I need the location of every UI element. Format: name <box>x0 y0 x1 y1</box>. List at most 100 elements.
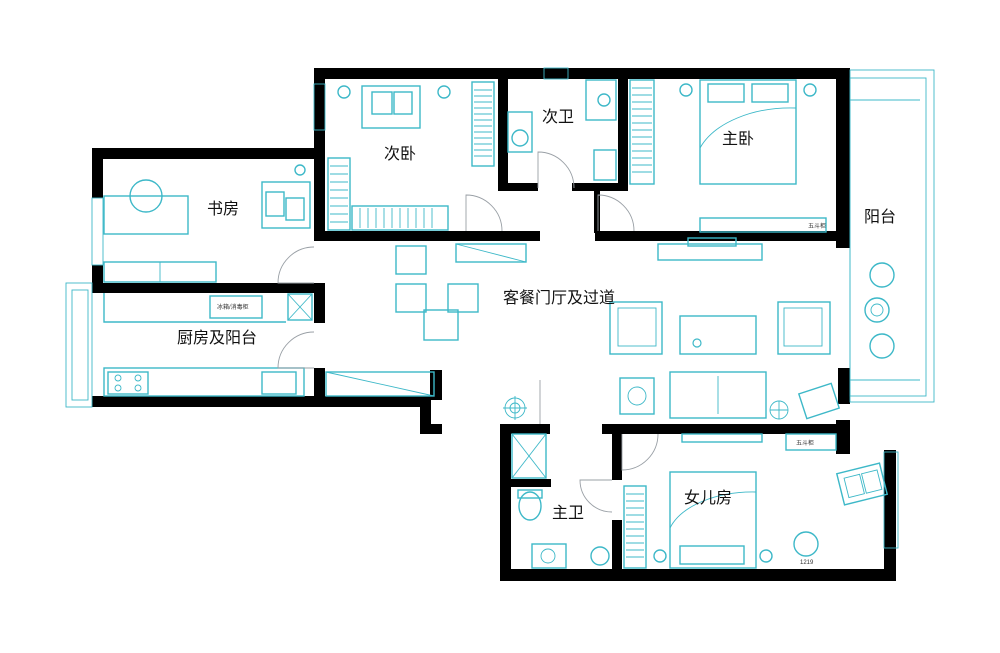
shower-bath2 <box>585 79 617 121</box>
cabinet-kitchen <box>287 293 313 321</box>
wall-kitchen-right <box>314 283 325 323</box>
door-mbath <box>579 479 613 513</box>
wardrobe-master <box>629 79 655 185</box>
sink-bath2-basin <box>511 129 529 147</box>
chair-bedroom2-seat <box>371 91 393 115</box>
wall-kitchen-right-b <box>314 368 325 402</box>
wall-lower-right <box>884 450 896 581</box>
wall-kitchen-left <box>92 283 103 293</box>
balcony-table-inner <box>870 303 884 317</box>
dining-table <box>423 309 459 341</box>
room-label-kitchen-balcony: 厨房及阳台 <box>177 329 257 347</box>
dining-chair-a <box>395 245 427 275</box>
side-table <box>619 377 655 415</box>
fridge-kitchen <box>209 295 263 319</box>
shower-bath2-drain <box>597 93 611 107</box>
wall-bath2-right <box>618 68 628 188</box>
second-bedroom-furniture <box>327 81 503 232</box>
room-labels: 次卧 次卫 主卧 阳台 书房 客餐门厅及过道 厨房及阳台 主卫 女儿房 <box>177 108 896 522</box>
window-study-left <box>91 197 104 266</box>
wall-kitchen-bottom <box>92 396 422 407</box>
chair-study <box>129 179 163 213</box>
wardrobe-daughter-hangers <box>626 493 644 558</box>
lamp-daughter-a <box>653 549 667 563</box>
lamp-master-b <box>803 83 817 97</box>
wardrobe-bedroom2 <box>471 81 495 167</box>
wall-study-top <box>92 148 325 159</box>
bed-bedroom2-side <box>327 157 351 231</box>
master-bath-fixtures <box>511 433 613 569</box>
wall-lower-top-b <box>602 424 850 434</box>
room-label-second-bedroom: 次卧 <box>384 145 416 163</box>
wall-kitchen-top <box>92 283 325 293</box>
dining-chair-c <box>447 283 479 313</box>
window-kitchen-left-inner <box>71 289 89 401</box>
lamp-bedroom2-b <box>437 85 451 99</box>
door-kitchen <box>277 331 315 369</box>
room-label-master-bedroom: 主卧 <box>722 130 754 148</box>
washer-bath2 <box>593 149 617 181</box>
armchair-study-seat <box>265 191 285 217</box>
room-label-master-bath: 主卫 <box>552 504 584 522</box>
wall-lower-bottom <box>500 569 896 581</box>
coffee-table <box>679 315 757 355</box>
toilet-mbath-tank <box>517 489 543 499</box>
counter-kitchen-bottom <box>103 367 305 397</box>
stove-kitchen <box>107 371 149 395</box>
lamp-bedroom2-a <box>337 85 351 99</box>
wall-lower-right-top <box>836 440 850 454</box>
plant-a-icon <box>503 396 527 420</box>
door-daughter <box>621 433 659 471</box>
wall-mid-h1 <box>314 231 540 241</box>
bed-bedroom2-bottom <box>351 205 449 231</box>
window-bedroom2-left <box>313 83 326 131</box>
bed-master-pillow-a <box>707 83 745 103</box>
window-top-left <box>543 67 569 80</box>
balcony-table <box>864 297 890 323</box>
chair-bedroom2-seat2 <box>393 91 413 115</box>
wall-mbath-right-b <box>612 520 622 581</box>
tv-cabinet-daughter <box>681 433 763 443</box>
desk-daughter-note: 1219 <box>800 560 814 566</box>
wall-mbath-right <box>612 424 622 480</box>
sink-bath2 <box>507 111 533 153</box>
room-label-living-dining: 客餐门厅及过道 <box>503 289 615 307</box>
windows <box>65 67 935 549</box>
bed-bedroom2-bottom-lines <box>359 208 433 228</box>
wall-mbath-mid <box>511 479 551 487</box>
chair-daughter <box>793 531 819 557</box>
desk-study <box>103 195 189 235</box>
toilet-mbath <box>518 491 542 521</box>
wall-stub-hall <box>430 370 442 400</box>
wall-step-down <box>420 396 431 434</box>
coffee-table-deco <box>692 338 702 348</box>
wardrobe-master-hangers <box>632 87 652 173</box>
daughter-room-furniture: 五斗柜 1219 <box>621 433 889 569</box>
door-bedroom2 <box>465 194 503 232</box>
window-daughter-right <box>883 451 899 549</box>
window-kitchen-left <box>65 282 93 408</box>
door-master <box>597 194 635 232</box>
wall-top <box>314 68 850 79</box>
tv-cabinet-master-label: 五斗柜 <box>808 222 826 230</box>
wall-right-mid <box>838 368 850 404</box>
wall-study-left-b <box>92 265 103 285</box>
dining-chair-b <box>395 283 427 313</box>
shower-mbath <box>511 433 547 479</box>
bed-daughter-pillow <box>679 545 745 565</box>
drain-mbath <box>590 546 610 566</box>
master-bedroom-furniture: 五斗柜 <box>597 79 827 233</box>
walls <box>92 68 896 581</box>
wall-mid-h2 <box>595 231 850 241</box>
wall-lower-top-a <box>500 424 550 434</box>
bed-daughter-cover <box>669 491 757 529</box>
balcony-chair-a <box>869 262 895 288</box>
dresser-daughter <box>785 433 837 451</box>
room-label-balcony: 阳台 <box>864 208 896 226</box>
armchair-left <box>609 301 663 355</box>
balcony-outline-inner <box>849 77 927 397</box>
bed-master-cover <box>699 107 797 149</box>
dresser-daughter-label: 五斗柜 <box>796 439 814 447</box>
wall-mbath-left <box>500 424 511 581</box>
lamp-study <box>294 164 306 176</box>
